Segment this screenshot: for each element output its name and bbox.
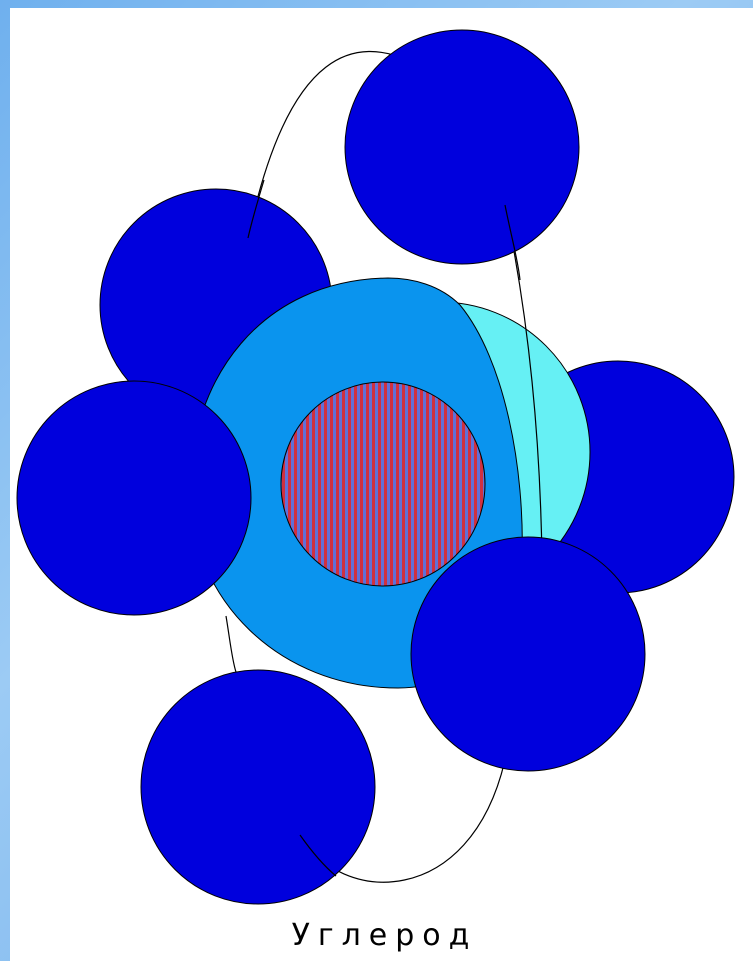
electron-left [17, 381, 251, 615]
nucleus [281, 382, 485, 586]
diagram-caption: Углерод [0, 918, 753, 954]
electron-bottom [141, 670, 375, 904]
electron-top [345, 30, 579, 264]
orbit-line-left-segment [226, 616, 236, 672]
electron-lower-right [411, 537, 645, 771]
